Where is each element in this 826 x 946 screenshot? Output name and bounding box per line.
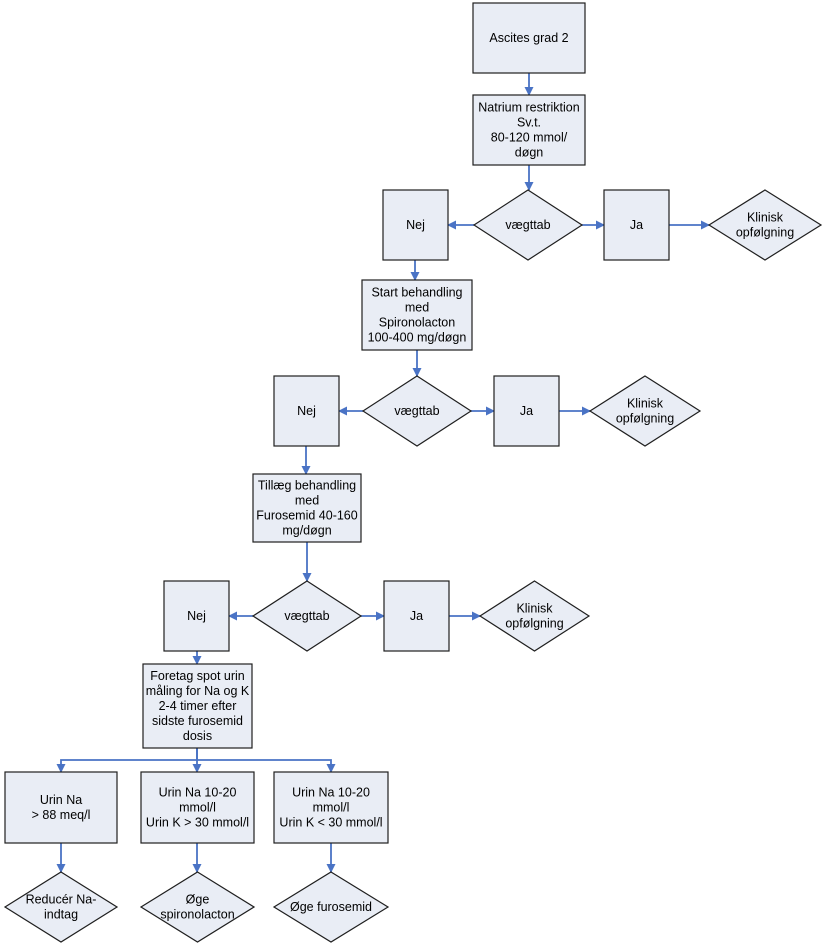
node-label: 100-400 mg/døgn — [368, 331, 467, 345]
process-shape — [472, 2, 586, 74]
decision-shape — [707, 189, 823, 261]
no-box-2: Nej — [273, 375, 340, 447]
yes-box-1: Ja — [603, 189, 670, 261]
node-label: med — [405, 301, 429, 315]
decision-shape — [361, 375, 473, 447]
process-shape — [603, 189, 670, 261]
node-label: 80-120 mmol/ — [491, 131, 568, 145]
node-label: Ja — [630, 218, 643, 232]
node-label: vægttab — [394, 404, 439, 418]
node-label: Start behandling — [371, 286, 462, 300]
weight-loss-decision-2: vægttab — [361, 375, 473, 447]
node-label: Urin Na 10-20 — [159, 786, 237, 800]
decision-shape — [139, 871, 256, 943]
yes-box-3: Ja — [383, 580, 450, 652]
yes-box-2: Ja — [493, 375, 560, 447]
process-shape — [252, 473, 362, 543]
spironolactone-box: Start behandlingmedSpironolacton100-400 … — [361, 279, 473, 351]
node-label: mg/døgn — [282, 524, 331, 538]
process-shape — [140, 771, 255, 844]
node-label: Urin Na 10-20 — [292, 786, 370, 800]
decision-shape — [472, 189, 584, 261]
node-label: Klinisk — [516, 602, 553, 616]
process-shape — [383, 580, 450, 652]
decision-shape — [3, 871, 119, 943]
weight-loss-decision-3: vægttab — [251, 580, 363, 652]
process-shape — [273, 771, 389, 844]
node-label: Sv.t. — [517, 116, 541, 130]
start-box: Ascites grad 2 — [472, 2, 586, 74]
node-label: Ja — [410, 609, 423, 623]
node-label: Klinisk — [627, 397, 664, 411]
node-label: Urin K > 30 mmol/l — [146, 816, 249, 830]
node-label: sidste furosemid — [152, 714, 243, 728]
decision-shape — [588, 375, 702, 447]
process-shape — [273, 375, 340, 447]
node-label: Urin K < 30 mmol/l — [279, 816, 382, 830]
node-label: Reducér Na- — [26, 893, 97, 907]
node-label: vægttab — [505, 218, 550, 232]
arrow-spot-to-r1 — [56, 748, 198, 773]
node-label: Øge — [186, 893, 210, 907]
action-reduce-sodium: Reducér Na-indtag — [3, 871, 119, 943]
decision-shape — [272, 871, 390, 943]
no-box-3: Nej — [163, 580, 230, 652]
shapes: Ascites grad 2 Natrium restriktionSv.t.80… — [3, 2, 823, 943]
node-label: spironolacton — [160, 908, 234, 922]
node-label: Foretag spot urin — [150, 669, 245, 683]
result-box-na-high: Urin Na> 88 meq/l — [4, 771, 118, 844]
node-label: Natrium restriktion — [478, 101, 579, 115]
node-label: 2-4 timer efter — [159, 699, 237, 713]
node-label: dosis — [183, 729, 212, 743]
weight-loss-decision-1: vægttab — [472, 189, 584, 261]
node-label: Øge furosemid — [290, 900, 372, 914]
no-box-1: Nej — [382, 189, 449, 261]
node-label: Spironolacton — [379, 316, 455, 330]
node-label: opfølgning — [736, 226, 794, 240]
node-label: Nej — [297, 404, 316, 418]
action-increase-furosemide: Øge furosemid — [272, 871, 390, 943]
node-label: Klinisk — [747, 211, 784, 225]
node-label: døgn — [515, 146, 544, 160]
node-label: opfølgning — [505, 617, 563, 631]
node-label: > 88 meq/l — [32, 808, 91, 822]
node-label: opfølgning — [616, 412, 674, 426]
node-label: måling for Na og K — [146, 684, 250, 698]
node-label: Furosemid 40-160 — [256, 509, 357, 523]
process-shape — [163, 580, 230, 652]
node-label: Ascites grad 2 — [489, 31, 568, 45]
node-label: mmol/l — [179, 801, 216, 815]
node-label: Nej — [187, 609, 206, 623]
node-label: Ja — [520, 404, 533, 418]
process-shape — [493, 375, 560, 447]
node-label: Tillæg behandling — [258, 479, 356, 493]
connectors — [56, 73, 710, 873]
node-label: med — [295, 494, 319, 508]
process-shape — [142, 663, 253, 749]
arrow-spot-to-r3 — [196, 748, 336, 773]
node-label: mmol/l — [313, 801, 350, 815]
process-shape — [382, 189, 449, 261]
process-shape — [361, 279, 473, 351]
node-label: vægttab — [284, 609, 329, 623]
decision-shape — [251, 580, 363, 652]
node-label: Urin Na — [40, 793, 82, 807]
node-label: indtag — [44, 908, 78, 922]
node-label: Nej — [406, 218, 425, 232]
decision-shape — [478, 580, 591, 652]
process-shape — [4, 771, 118, 844]
process-shape — [472, 94, 586, 166]
